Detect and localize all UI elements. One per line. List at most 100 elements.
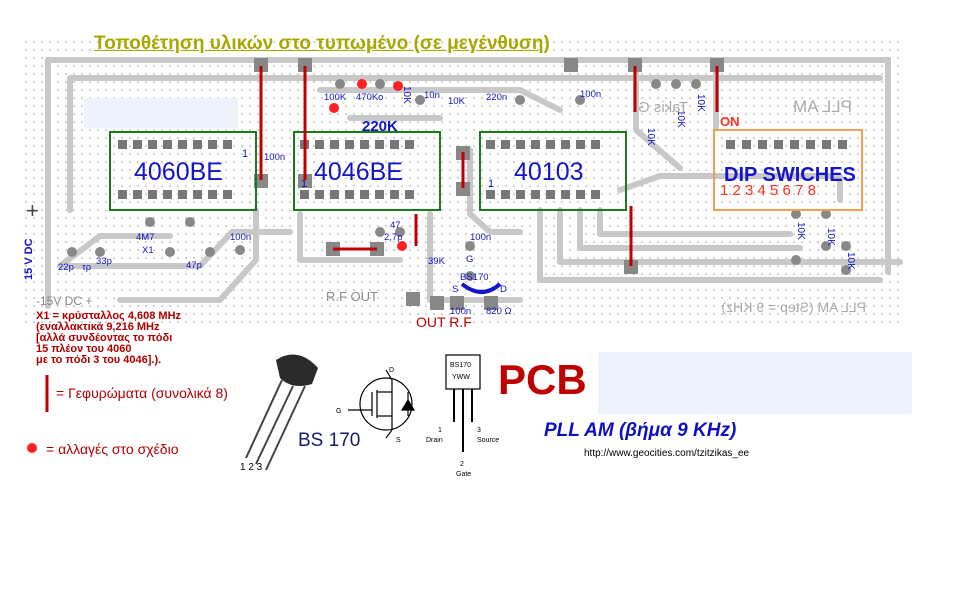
- package-pinout: BS170 YWW 1 Drain 3 Source 2 Gate: [426, 354, 499, 478]
- pad: [651, 79, 661, 89]
- dip-switch-label: DIP SWICHES: [724, 164, 856, 186]
- pad: [298, 58, 312, 72]
- pkg-source: Source: [477, 437, 499, 444]
- pad: [710, 58, 724, 72]
- c4m7-label: 4M7: [136, 232, 154, 243]
- change-dot: [393, 81, 403, 91]
- ic-4060-label: 4060BE: [134, 158, 223, 186]
- bridges: [259, 66, 719, 266]
- trace-top-frame: [45, 57, 891, 275]
- ic-4046-outline: [293, 131, 441, 211]
- ic-40103-outline: [479, 131, 627, 211]
- pad: [575, 95, 585, 105]
- ic-4046-label: 4046BE: [314, 158, 403, 186]
- to92-lead3: [265, 385, 306, 471]
- package-body: [445, 354, 481, 390]
- pad: [415, 95, 425, 105]
- out-rf-label: OUT R.F: [416, 314, 472, 330]
- r10k-g-label: 10K: [825, 228, 836, 246]
- pad: [691, 79, 701, 89]
- c47-label: 47: [390, 220, 401, 231]
- pad: [395, 227, 405, 237]
- pad: [145, 217, 155, 227]
- pad: [185, 217, 195, 227]
- pad: [465, 241, 475, 251]
- page-title: Τοποθέτηση υλικών στο τυπωμένο (σε μεγέν…: [94, 33, 550, 54]
- c100n-top-label: 100n: [580, 89, 601, 100]
- r10k-e-label: 10K: [645, 128, 656, 146]
- ic-4060-outline: [109, 131, 257, 211]
- r10k-c-label: 10K: [695, 94, 706, 112]
- pkg-gate: Gate: [456, 471, 471, 478]
- trace-bottom2: [557, 207, 903, 265]
- bs170-name: BS 170: [298, 430, 361, 451]
- mosfet-circle: [359, 377, 413, 431]
- mosfet-symbol: [348, 369, 416, 439]
- pad: [624, 260, 638, 274]
- pkg-bottom: YWW: [452, 374, 470, 381]
- note-line: X1 = κρύσταλλος 4,608 MHz: [36, 310, 182, 322]
- crystal-note: X1 = κρύσταλλος 4,608 MHz (εναλλακτικά 9…: [36, 311, 181, 366]
- pll-am-mirror: PLL AM: [793, 97, 852, 116]
- tr-label: τρ: [82, 262, 92, 273]
- trace-bottom1: [537, 207, 883, 283]
- on-label: ON: [720, 114, 740, 129]
- r10k-f-label: 10K: [795, 222, 806, 240]
- to92-lead2: [255, 385, 294, 465]
- pad: [95, 247, 105, 257]
- pad: [254, 58, 268, 72]
- pad: [335, 79, 345, 89]
- pad: [821, 209, 831, 219]
- d-label: D: [500, 284, 507, 295]
- dip-numbers: 1 2 3 4 5 6 7 8: [720, 182, 816, 199]
- pad: [841, 265, 851, 275]
- pad: [450, 296, 464, 310]
- trace-xtal: [57, 229, 293, 269]
- url-text: http://www.geocities.com/tzitzikas_ee: [584, 448, 750, 459]
- pad: [791, 209, 801, 219]
- c220n-label: 220n: [486, 92, 507, 103]
- pin1-ic2: 1: [301, 178, 307, 190]
- pad: [254, 174, 268, 188]
- pkg-n3: 3: [477, 427, 481, 434]
- g-label: G: [466, 254, 473, 265]
- r100k-label: 100K: [324, 92, 347, 103]
- rf-out-mirror: R.F OUT: [326, 289, 378, 304]
- change-dot: [329, 103, 339, 113]
- change-dot: [357, 79, 367, 89]
- pcb-label: PCB: [498, 356, 587, 403]
- pad: [515, 95, 525, 105]
- vdc-bottom-label: -15V DC +: [36, 294, 92, 308]
- pad: [67, 247, 77, 257]
- pad: [628, 58, 642, 72]
- vdc-side-label: 15 V DC: [23, 238, 35, 280]
- bs170-board-label: BS170: [460, 272, 489, 283]
- c22p-label: 22p: [58, 262, 74, 273]
- mirrored-texts: Takis G PLL AM PLL AM (Step = 9 KHz) R.F…: [326, 97, 866, 315]
- change-dots: [329, 79, 407, 251]
- component-labels: 100K 470Ko 10n 10K 220n 100n 100n 4M7 X1…: [58, 89, 601, 317]
- legend-changes: = αλλαγές στο σχέδιο: [46, 441, 179, 457]
- pkg-n2: 2: [460, 461, 464, 468]
- s-label: S: [452, 284, 458, 295]
- r220k-label: 220K: [362, 118, 398, 135]
- trace-bottom4: [597, 207, 793, 237]
- to92-transistor-drawing: 1 2 3: [240, 354, 318, 473]
- c47p-label: 47p: [186, 260, 202, 271]
- mosfet-g: G: [336, 408, 341, 415]
- r820-label: 820 Ω: [486, 306, 512, 317]
- c10n-label: 10n: [424, 90, 440, 101]
- r470k-label: 470Ko: [356, 92, 383, 103]
- pad: [205, 247, 215, 257]
- note-line: [αλλά συνδέοντας το πόδι: [36, 332, 173, 344]
- pad: [430, 296, 444, 310]
- pkg-drain: Drain: [426, 437, 443, 444]
- pad: [671, 79, 681, 89]
- trace-osc: [117, 207, 259, 303]
- pkg-n1: 1: [438, 427, 442, 434]
- rotated-resistor-labels: 10K 10K 10K 10K 10K 10K 10K: [401, 86, 856, 270]
- note-line: με το πόδι 3 του 4046].).: [36, 354, 162, 366]
- blank-area-right: [598, 352, 912, 414]
- r10k-a-label: 10K: [401, 86, 412, 104]
- pll-step-mirror: PLL AM (Step = 9 KHz): [721, 299, 866, 315]
